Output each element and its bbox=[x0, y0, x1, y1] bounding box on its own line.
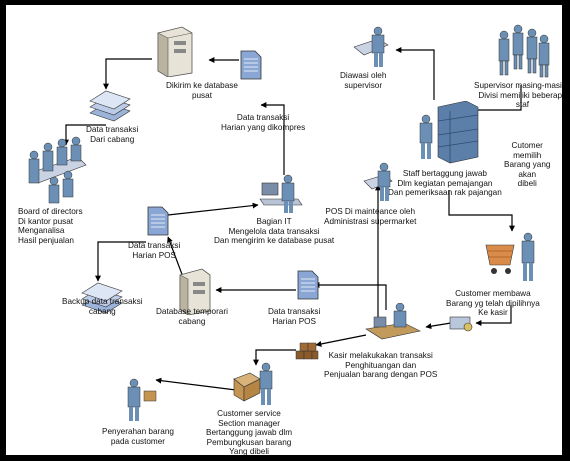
data-cabang-label: Data transaksi Dari cabang bbox=[86, 125, 139, 144]
backup-label: Backup data transaksi cabang bbox=[62, 297, 143, 316]
workflow-diagram: Dikirim ke database pusat Data transaksi… bbox=[6, 5, 562, 455]
supervisor-icon bbox=[353, 26, 389, 67]
staff-label: Staff bertaggung jawab Dlm kegiatan pema… bbox=[388, 169, 502, 198]
document-icon bbox=[297, 270, 319, 300]
customer-membawa-label: Customer membawa Barang yg telah dipilih… bbox=[446, 289, 540, 318]
cashier-icon bbox=[365, 303, 421, 340]
it-worker-icon bbox=[259, 174, 303, 213]
display-rack-icon bbox=[419, 101, 479, 164]
cs-label: Customer service Section manager Bertang… bbox=[206, 409, 293, 455]
supervisor-label: Supervisor masing-masing Divisi memiliki… bbox=[474, 81, 562, 110]
kasir-label: Kasir melakukakan transaksi Penghituanga… bbox=[324, 351, 438, 380]
bagian-it-label: Bagian IT Mengelola data transaksi Dan m… bbox=[214, 217, 335, 246]
pos-maint-label: POS Di mainteance oleh Administrasi supe… bbox=[324, 207, 417, 226]
paper-stack-icon bbox=[89, 90, 131, 122]
shopping-cart-icon bbox=[485, 232, 535, 281]
money-icon bbox=[449, 316, 473, 332]
staff-group-icon bbox=[498, 24, 550, 78]
data-pos-2-label: Data transaksi Harian POS bbox=[268, 307, 321, 326]
board-meeting-icon bbox=[28, 136, 87, 204]
boxes-icon bbox=[295, 342, 319, 360]
paper-stack-icon bbox=[81, 282, 123, 314]
board-label: Board of directors Di kantor pusat Menga… bbox=[18, 207, 83, 245]
server-icon bbox=[157, 26, 193, 77]
data-pos-label: Data transaksi Harian POS bbox=[128, 241, 181, 260]
db-temp-label: Database temporari cabang bbox=[156, 307, 228, 326]
server-label: Dikirim ke database pusat bbox=[166, 81, 238, 100]
customer-service-icon bbox=[233, 362, 273, 405]
document-icon bbox=[240, 50, 262, 80]
diawasi-label: Diawasi oleh supervisor bbox=[340, 71, 387, 90]
document-icon bbox=[147, 206, 169, 236]
customer-icon bbox=[127, 378, 157, 421]
penyerahan-label: Penyerahan barang pada customer bbox=[102, 427, 174, 446]
data-kompres-label: Data transaksi Harian yang dikompres bbox=[221, 113, 306, 132]
database-server-icon bbox=[179, 268, 211, 315]
pos-terminal-icon bbox=[363, 162, 393, 201]
customer-memilih-label: Cutomer memilih Barang yang akan dibeli bbox=[504, 141, 551, 189]
